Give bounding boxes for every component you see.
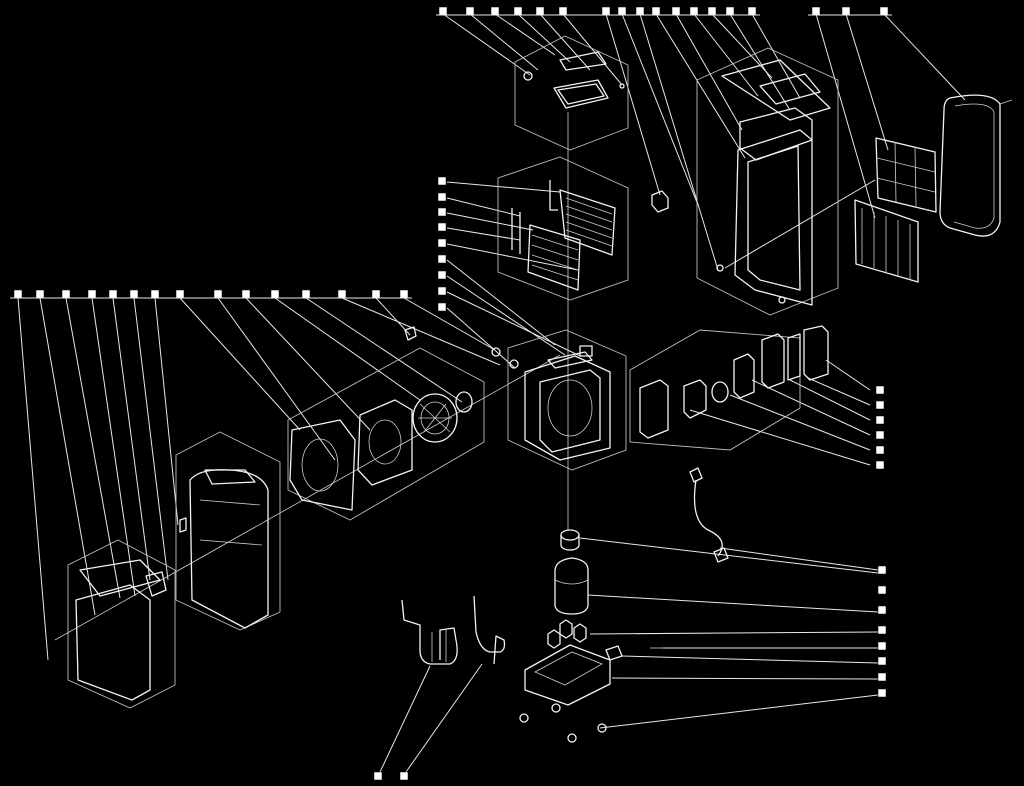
- callout-tag: [879, 6, 889, 16]
- callout-tag: [535, 6, 545, 16]
- callout-tag: [617, 6, 627, 16]
- rear-grille: [854, 199, 919, 283]
- compressor-assembly: [547, 529, 589, 649]
- callout-tag: [213, 289, 223, 299]
- callout-tag: [875, 430, 885, 440]
- callout-tag: [437, 176, 447, 186]
- frame-icon: [716, 59, 831, 306]
- callout-tag: [877, 585, 887, 595]
- rear-cover-panel: [939, 94, 1013, 237]
- control-panel-cover-assembly: [514, 35, 629, 151]
- electrical-box-assembly: [629, 325, 829, 451]
- electric-box-icon: [639, 325, 829, 439]
- callout-tag: [707, 6, 717, 16]
- refrigerant-tubes: [401, 595, 506, 665]
- callout-tag: [875, 385, 885, 395]
- callout-tag: [13, 289, 23, 299]
- base-tray: [519, 644, 664, 743]
- main-chassis-assembly: [491, 329, 627, 471]
- callout-tag: [61, 289, 71, 299]
- callout-tag: [437, 254, 447, 264]
- callout-tag: [558, 6, 568, 16]
- grille-icon: [854, 199, 919, 283]
- pipe-icon: [401, 595, 506, 665]
- base-icon: [519, 644, 664, 743]
- callout-tag: [241, 289, 251, 299]
- power-cord: [689, 467, 729, 563]
- callout-tag: [841, 6, 851, 16]
- chassis-icon: [491, 345, 611, 461]
- plug-icon: [689, 467, 729, 563]
- callout-tag: [337, 289, 347, 299]
- callout-tag: [877, 625, 887, 635]
- callout-tag: [437, 207, 447, 217]
- callout-tag: [438, 6, 448, 16]
- callout-tag: [371, 289, 381, 299]
- callout-tag: [877, 641, 887, 651]
- compressor-icon: [547, 529, 589, 649]
- callout-tag: [399, 771, 409, 781]
- callout-tag: [601, 6, 611, 16]
- callout-tag: [875, 400, 885, 410]
- callout-tag: [811, 6, 821, 16]
- callout-tag: [373, 771, 383, 781]
- air-filter: [875, 137, 937, 213]
- callout-tag: [108, 289, 118, 299]
- callout-tag: [437, 222, 447, 232]
- callout-tag: [875, 445, 885, 455]
- callout-tag: [87, 289, 97, 299]
- callout-tag: [747, 6, 757, 16]
- callout-tag: [150, 289, 160, 299]
- callout-tag: [725, 6, 735, 16]
- outer-housing-assembly: [175, 431, 281, 631]
- callout-tag: [399, 289, 409, 299]
- callout-tag: [437, 270, 447, 280]
- callout-tag: [877, 688, 887, 698]
- callout-tag: [671, 6, 681, 16]
- callout-tag: [175, 289, 185, 299]
- callout-tag: [635, 6, 645, 16]
- callout-tag: [875, 415, 885, 425]
- callout-tags: [10, 6, 892, 781]
- fan-icon: [289, 326, 473, 511]
- callout-tag: [877, 605, 887, 615]
- fan-assembly: [287, 326, 485, 521]
- callout-tag: [877, 672, 887, 682]
- callout-tag: [437, 238, 447, 248]
- callout-tag: [877, 565, 887, 575]
- callout-tag: [875, 460, 885, 470]
- leader-lines: [17, 13, 966, 773]
- housing-icon: [179, 469, 269, 629]
- tank-icon: [75, 559, 167, 701]
- callout-tag: [877, 656, 887, 666]
- coil-assembly: [497, 156, 629, 301]
- callout-tag: [465, 6, 475, 16]
- water-tank-assembly: [67, 539, 176, 709]
- callout-tag: [437, 286, 447, 296]
- callout-tag: [35, 289, 45, 299]
- callout-tag: [270, 289, 280, 299]
- callout-tag: [490, 6, 500, 16]
- callout-tag: [437, 302, 447, 312]
- callout-tag: [651, 6, 661, 16]
- callout-tag: [513, 6, 523, 16]
- coil-icon: [511, 180, 616, 291]
- callout-tag: [689, 6, 699, 16]
- front-frame-assembly: [696, 47, 839, 316]
- callout-tag: [437, 192, 447, 202]
- callout-tag: [301, 289, 311, 299]
- filter-icon: [875, 137, 937, 213]
- bracket-icon: [651, 190, 669, 213]
- callout-tag: [129, 289, 139, 299]
